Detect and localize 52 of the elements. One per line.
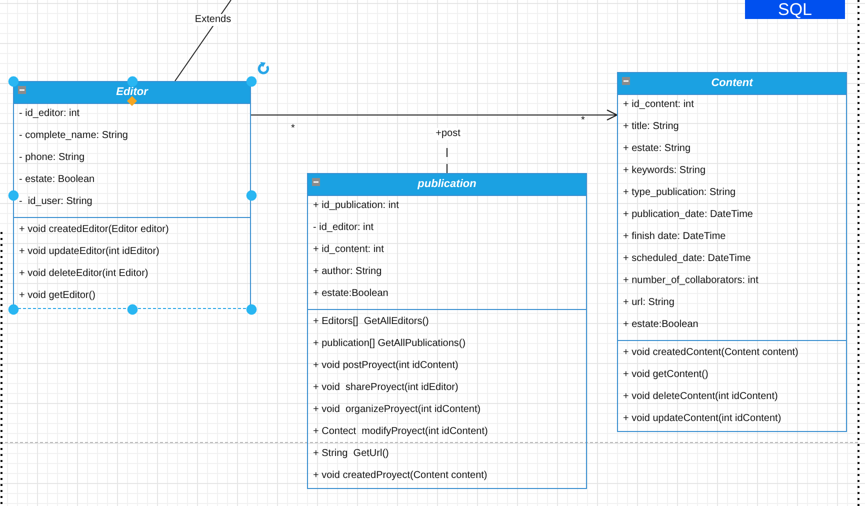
method-text: + void createdProyect(Content content) [313, 470, 488, 482]
method-text: + void getContent() [623, 369, 708, 382]
method-text: + Editors[] GetAllEditors() [313, 316, 429, 328]
class-title: Content [711, 77, 753, 90]
title-block [745, 0, 845, 19]
attribute-text: - id_editor: int [19, 108, 80, 120]
attribute-text: - id_editor: int [313, 222, 374, 234]
attribute-text: + publication_date: DateTime [623, 209, 753, 222]
method-text: + Contect modifyProyect(int idContent) [313, 426, 488, 438]
attribute-text: + estate: String [623, 143, 691, 156]
block-title: SQL [778, 0, 812, 18]
attribute-text: - estate: Boolean [19, 174, 95, 186]
method-text: + void createdContent(Content content) [623, 347, 798, 360]
attribute-text: + id_content: int [623, 99, 694, 112]
class-box [617, 72, 847, 432]
method-text: + void createdEditor(Editor editor) [19, 224, 169, 236]
attribute-text: - phone: String [19, 152, 85, 164]
attribute-text: + type_publication: String [623, 187, 736, 200]
method-text: + void organizeProyect(int idContent) [313, 404, 481, 416]
method-text: + void getEditor() [19, 290, 96, 302]
attribute-text: - complete_name: String [19, 130, 128, 142]
multiplicity-label: * [291, 123, 295, 135]
edge-label: +post [434, 128, 462, 140]
multiplicity-label: * [581, 115, 585, 127]
association-arrow [250, 109, 618, 121]
attribute-text: + title: String [623, 121, 679, 134]
connector-line [174, 0, 232, 82]
attribute-text: + estate:Boolean [313, 288, 388, 300]
attribute-text: + estate:Boolean [623, 319, 698, 332]
dashed-connector [446, 148, 448, 174]
attribute-text: + keywords: String [623, 165, 706, 178]
method-text: + void postProyect(int idContent) [313, 360, 458, 372]
class-box [13, 81, 251, 309]
method-text: + void deleteEditor(int Editor) [19, 268, 148, 280]
method-text: + void updateEditor(int idEditor) [19, 246, 160, 258]
edge-label: Extends [192, 14, 234, 26]
attribute-text: + id_publication: int [313, 200, 399, 212]
class-box [307, 173, 587, 489]
attribute-text: + finish date: DateTime [623, 231, 726, 244]
class-title: Editor [116, 86, 148, 99]
attribute-text: + author: String [313, 266, 382, 278]
method-text: + publication[] GetAllPublications() [313, 338, 466, 350]
method-text: + void shareProyect(int idEditor) [313, 382, 458, 394]
class-title: publication [418, 178, 476, 191]
attribute-text: + url: String [623, 297, 674, 310]
method-text: + String GetUrl() [313, 448, 389, 460]
attribute-text: + id_content: int [313, 244, 384, 256]
method-text: + void updateContent(int idContent) [623, 413, 782, 426]
attribute-text: - id_user: String [19, 196, 92, 208]
method-text: + void deleteContent(int idContent) [623, 391, 778, 404]
attribute-text: + number_of_collaborators: int [623, 275, 758, 288]
attribute-text: + scheduled_date: DateTime [623, 253, 751, 266]
